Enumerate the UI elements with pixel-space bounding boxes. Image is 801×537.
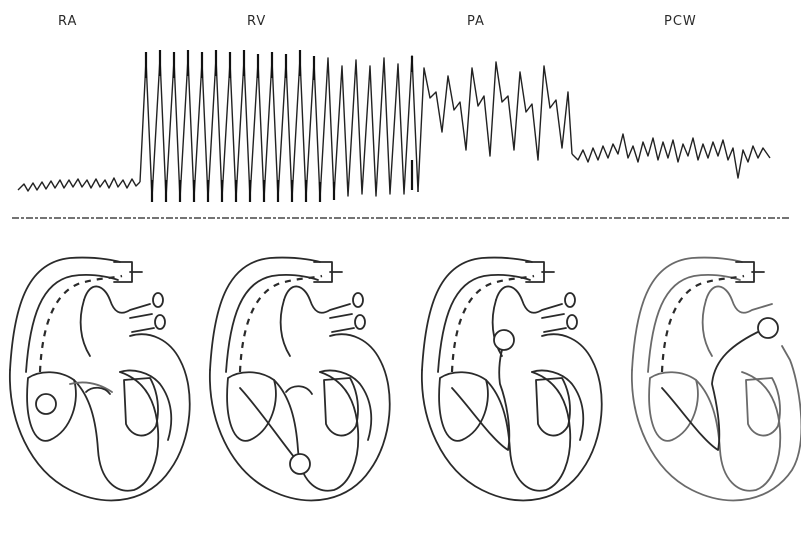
heart-pcw [632,258,801,501]
catheter-tip-rv [290,454,310,474]
catheter-tip-ra [36,394,56,414]
heart-ra [10,258,190,501]
catheter-tip-pcw [758,318,778,338]
pressure-waveform [12,50,790,218]
heart-pa [422,258,602,501]
rv-trace [140,56,418,199]
catheter-tip-pa [494,330,514,350]
ra-trace [18,178,140,191]
pcw-trace [572,134,770,178]
pa-trace [418,62,572,192]
heart-rv [210,258,390,501]
